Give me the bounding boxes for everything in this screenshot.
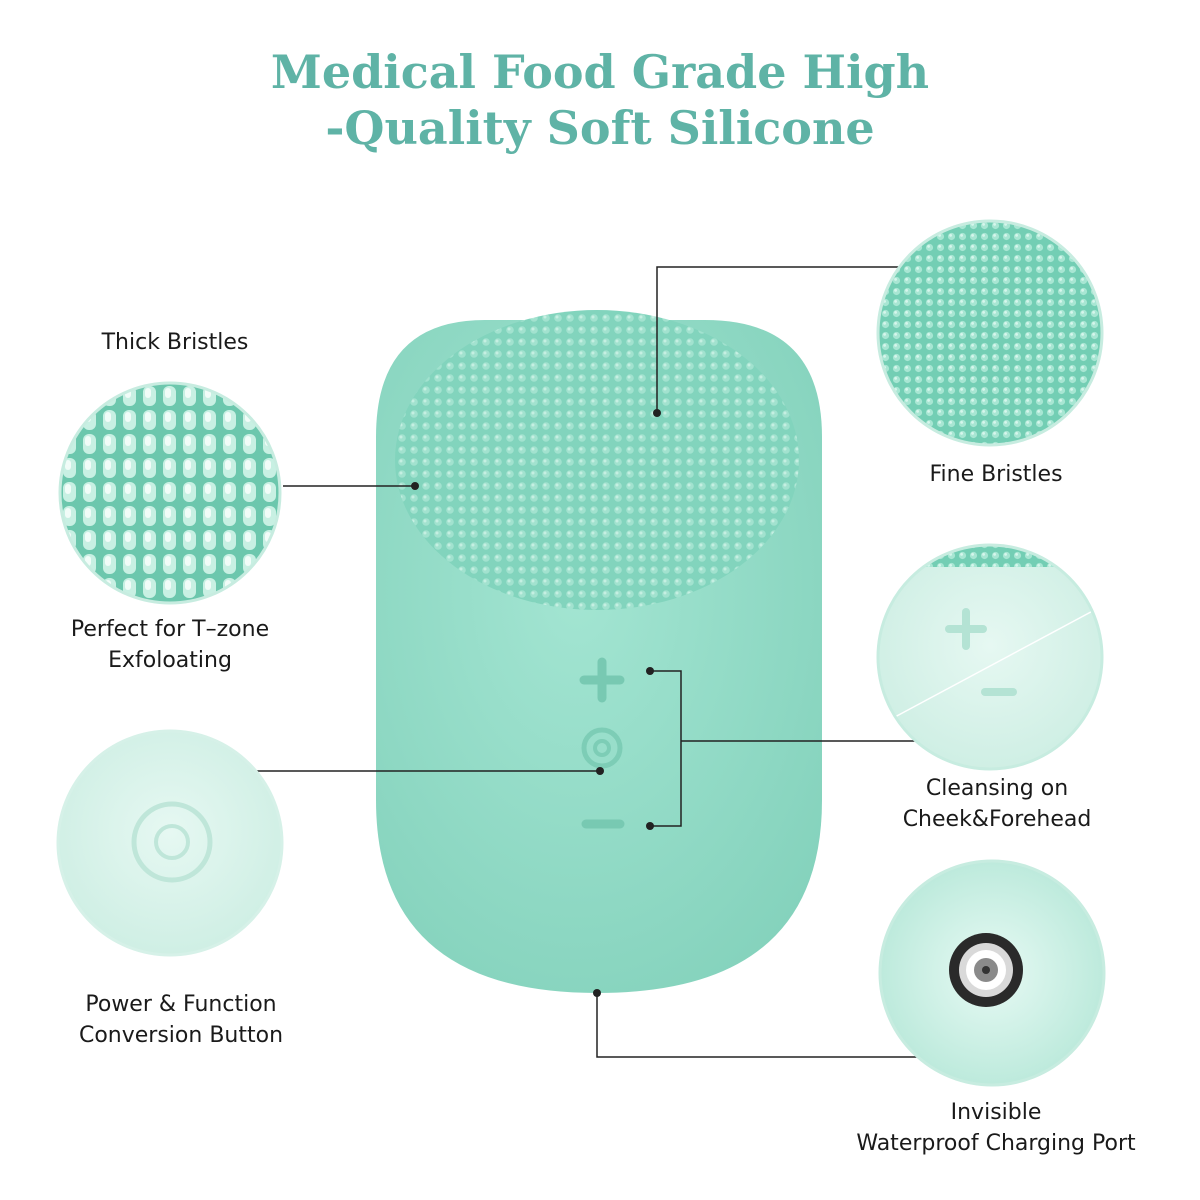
power-label-line-1: Power & Function	[85, 992, 277, 1017]
cleansing-label: Cleansing on Cheek&Forehead	[857, 773, 1137, 835]
charging-label-line-2: Waterproof Charging Port	[856, 1131, 1136, 1156]
charging-label-line-1: Invisible	[950, 1100, 1042, 1125]
power-button-closeup	[56, 729, 284, 957]
bristle-pad	[395, 310, 799, 610]
charging-port-label: Invisible Waterproof Charging Port	[830, 1097, 1162, 1159]
callout-lines	[251, 266, 922, 1058]
fine-bristles-label: Fine Bristles	[929, 462, 1063, 487]
headline-line-2: -Quality Soft Silicone	[325, 101, 875, 155]
cleansing-brush-device	[376, 310, 822, 993]
power-button-label: Power & Function Conversion Button	[36, 989, 326, 1051]
thick-bristles-closeup	[58, 381, 282, 605]
power-label-line-2: Conversion Button	[78, 1023, 284, 1048]
callout-dots	[411, 409, 661, 997]
cleansing-label-line-2: Cheek&Forehead	[902, 807, 1092, 832]
headline: Medical Food Grade High -Quality Soft Si…	[0, 44, 1200, 156]
cheek-forehead-closeup	[876, 543, 1104, 771]
cleansing-label-line-1: Cleansing on	[925, 776, 1069, 801]
thick-bristles-label: Thick Bristles	[101, 330, 249, 355]
power-ring-icon	[131, 801, 213, 883]
tzone-label: Perfect for T–zone Exfoloating	[40, 614, 300, 676]
tzone-label-line-1: Perfect for T–zone	[70, 617, 270, 642]
tzone-label-line-2: Exfoloating	[108, 648, 232, 673]
power-button-icon	[581, 727, 623, 769]
fine-bristles-closeup	[876, 219, 1104, 447]
headline-line-1: Medical Food Grade High	[270, 45, 930, 99]
charging-port-closeup	[878, 859, 1106, 1087]
